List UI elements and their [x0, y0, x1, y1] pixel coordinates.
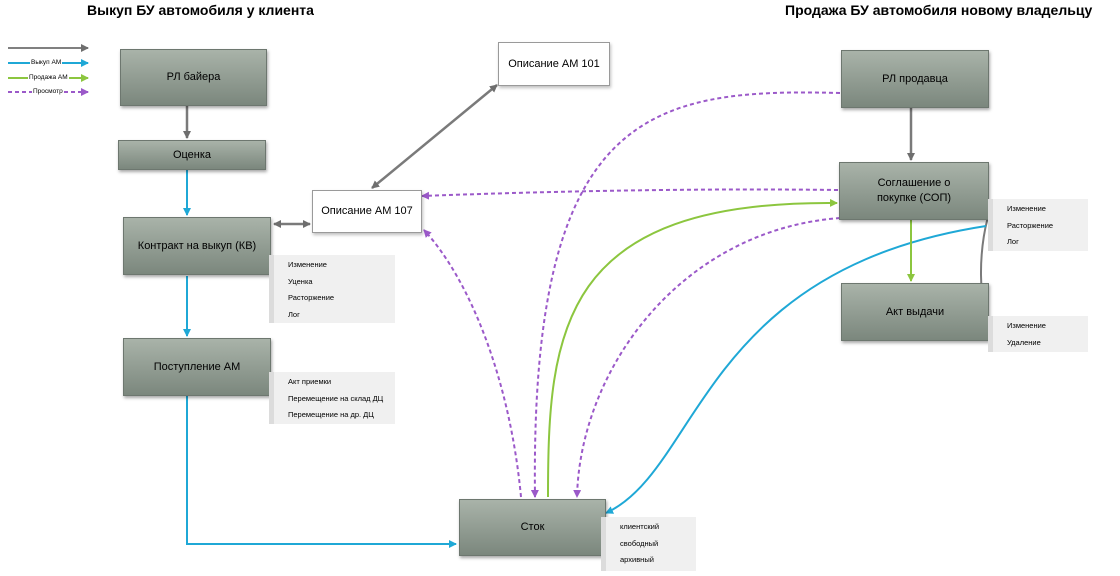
- arrow-stok-sop: [547, 198, 838, 498]
- node-postuplenie[interactable]: Поступление АМ: [123, 338, 271, 396]
- node-stok[interactable]: Сток: [459, 499, 606, 556]
- arrow-sop-stok: [605, 225, 987, 514]
- node-sop-label: Соглашение о покупке (СОП): [876, 177, 952, 204]
- sublist-stok: клиентский свободный архивный: [601, 517, 696, 571]
- sublist-kontrakt: Изменение Уценка Расторжение Лог: [269, 255, 395, 323]
- node-kontrakt-label: Контракт на выкуп (КВ): [137, 239, 257, 252]
- sublist-item[interactable]: Лог: [288, 310, 300, 320]
- node-postuplenie-label: Поступление АМ: [153, 360, 241, 373]
- legend: [8, 44, 89, 96]
- sublist-postuplenie: Акт приемки Перемещение на склад ДЦ Пере…: [269, 372, 395, 424]
- node-akt[interactable]: Акт выдачи: [841, 283, 989, 341]
- sublist-item[interactable]: архивный: [620, 555, 654, 565]
- node-ocenka-label: Оценка: [172, 148, 212, 161]
- node-rl-buyer-label: РЛ байера: [166, 71, 221, 83]
- node-akt-label: Акт выдачи: [885, 305, 945, 318]
- arrow-107-101: [371, 84, 498, 189]
- sublist-item[interactable]: Перемещение на др. ДЦ: [288, 410, 374, 420]
- node-opisanie-107-label: Описание АМ 107: [321, 205, 413, 217]
- node-ocenka[interactable]: Оценка: [118, 140, 266, 170]
- sublist-item[interactable]: свободный: [620, 538, 659, 548]
- sublist-item[interactable]: Удаление: [1007, 337, 1041, 347]
- heading-right: Продажа БУ автомобиля новому владельцу: [785, 2, 1093, 18]
- heading-left: Выкуп БУ автомобиля у клиента: [87, 2, 314, 18]
- arrow-postuplenie-stok: [186, 396, 457, 548]
- sublist-item[interactable]: Перемещение на склад ДЦ: [288, 393, 384, 403]
- sublist-item[interactable]: Расторжение: [1007, 220, 1054, 230]
- legend-label-prosmotr: Просмотр: [32, 88, 64, 95]
- sublist-item[interactable]: клиентский: [620, 522, 660, 531]
- arrow-sop-opisanie107: [421, 188, 839, 200]
- node-opisanie-101-label: Описание АМ 101: [508, 57, 600, 70]
- sublist-item[interactable]: Расторжение: [288, 293, 335, 303]
- sublist-item[interactable]: Лог: [1007, 237, 1019, 247]
- arrow-rl-seller-stok: [530, 91, 841, 498]
- sublist-sop: Изменение Расторжение Лог: [988, 199, 1088, 251]
- node-opisanie-107[interactable]: Описание АМ 107: [312, 190, 422, 233]
- node-sop[interactable]: Соглашение о покупке (СОП): [839, 162, 989, 220]
- sublist-item[interactable]: Изменение: [1007, 321, 1046, 330]
- sublist-item[interactable]: Изменение: [288, 260, 327, 269]
- node-kontrakt[interactable]: Контракт на выкуп (КВ): [123, 217, 271, 275]
- arrow-sop-stok-purple: [573, 217, 841, 498]
- sublist-item[interactable]: Акт приемки: [288, 377, 332, 386]
- node-rl-buyer[interactable]: РЛ байера: [120, 49, 267, 106]
- arrow-stok-opisanie107: [423, 229, 522, 498]
- sublist-item[interactable]: Изменение: [1007, 204, 1046, 213]
- legend-label-vykup: Выкуп АМ: [30, 59, 63, 66]
- sublist-akt: Изменение Удаление: [988, 316, 1088, 352]
- node-opisanie-101[interactable]: Описание АМ 101: [498, 42, 610, 86]
- node-rl-seller[interactable]: РЛ продавца: [841, 50, 989, 108]
- sublist-item[interactable]: Уценка: [288, 276, 313, 286]
- node-stok-label: Сток: [520, 521, 545, 533]
- node-rl-seller-label: РЛ продавца: [882, 72, 948, 85]
- legend-label-prodazha: Продажа АМ: [28, 74, 69, 81]
